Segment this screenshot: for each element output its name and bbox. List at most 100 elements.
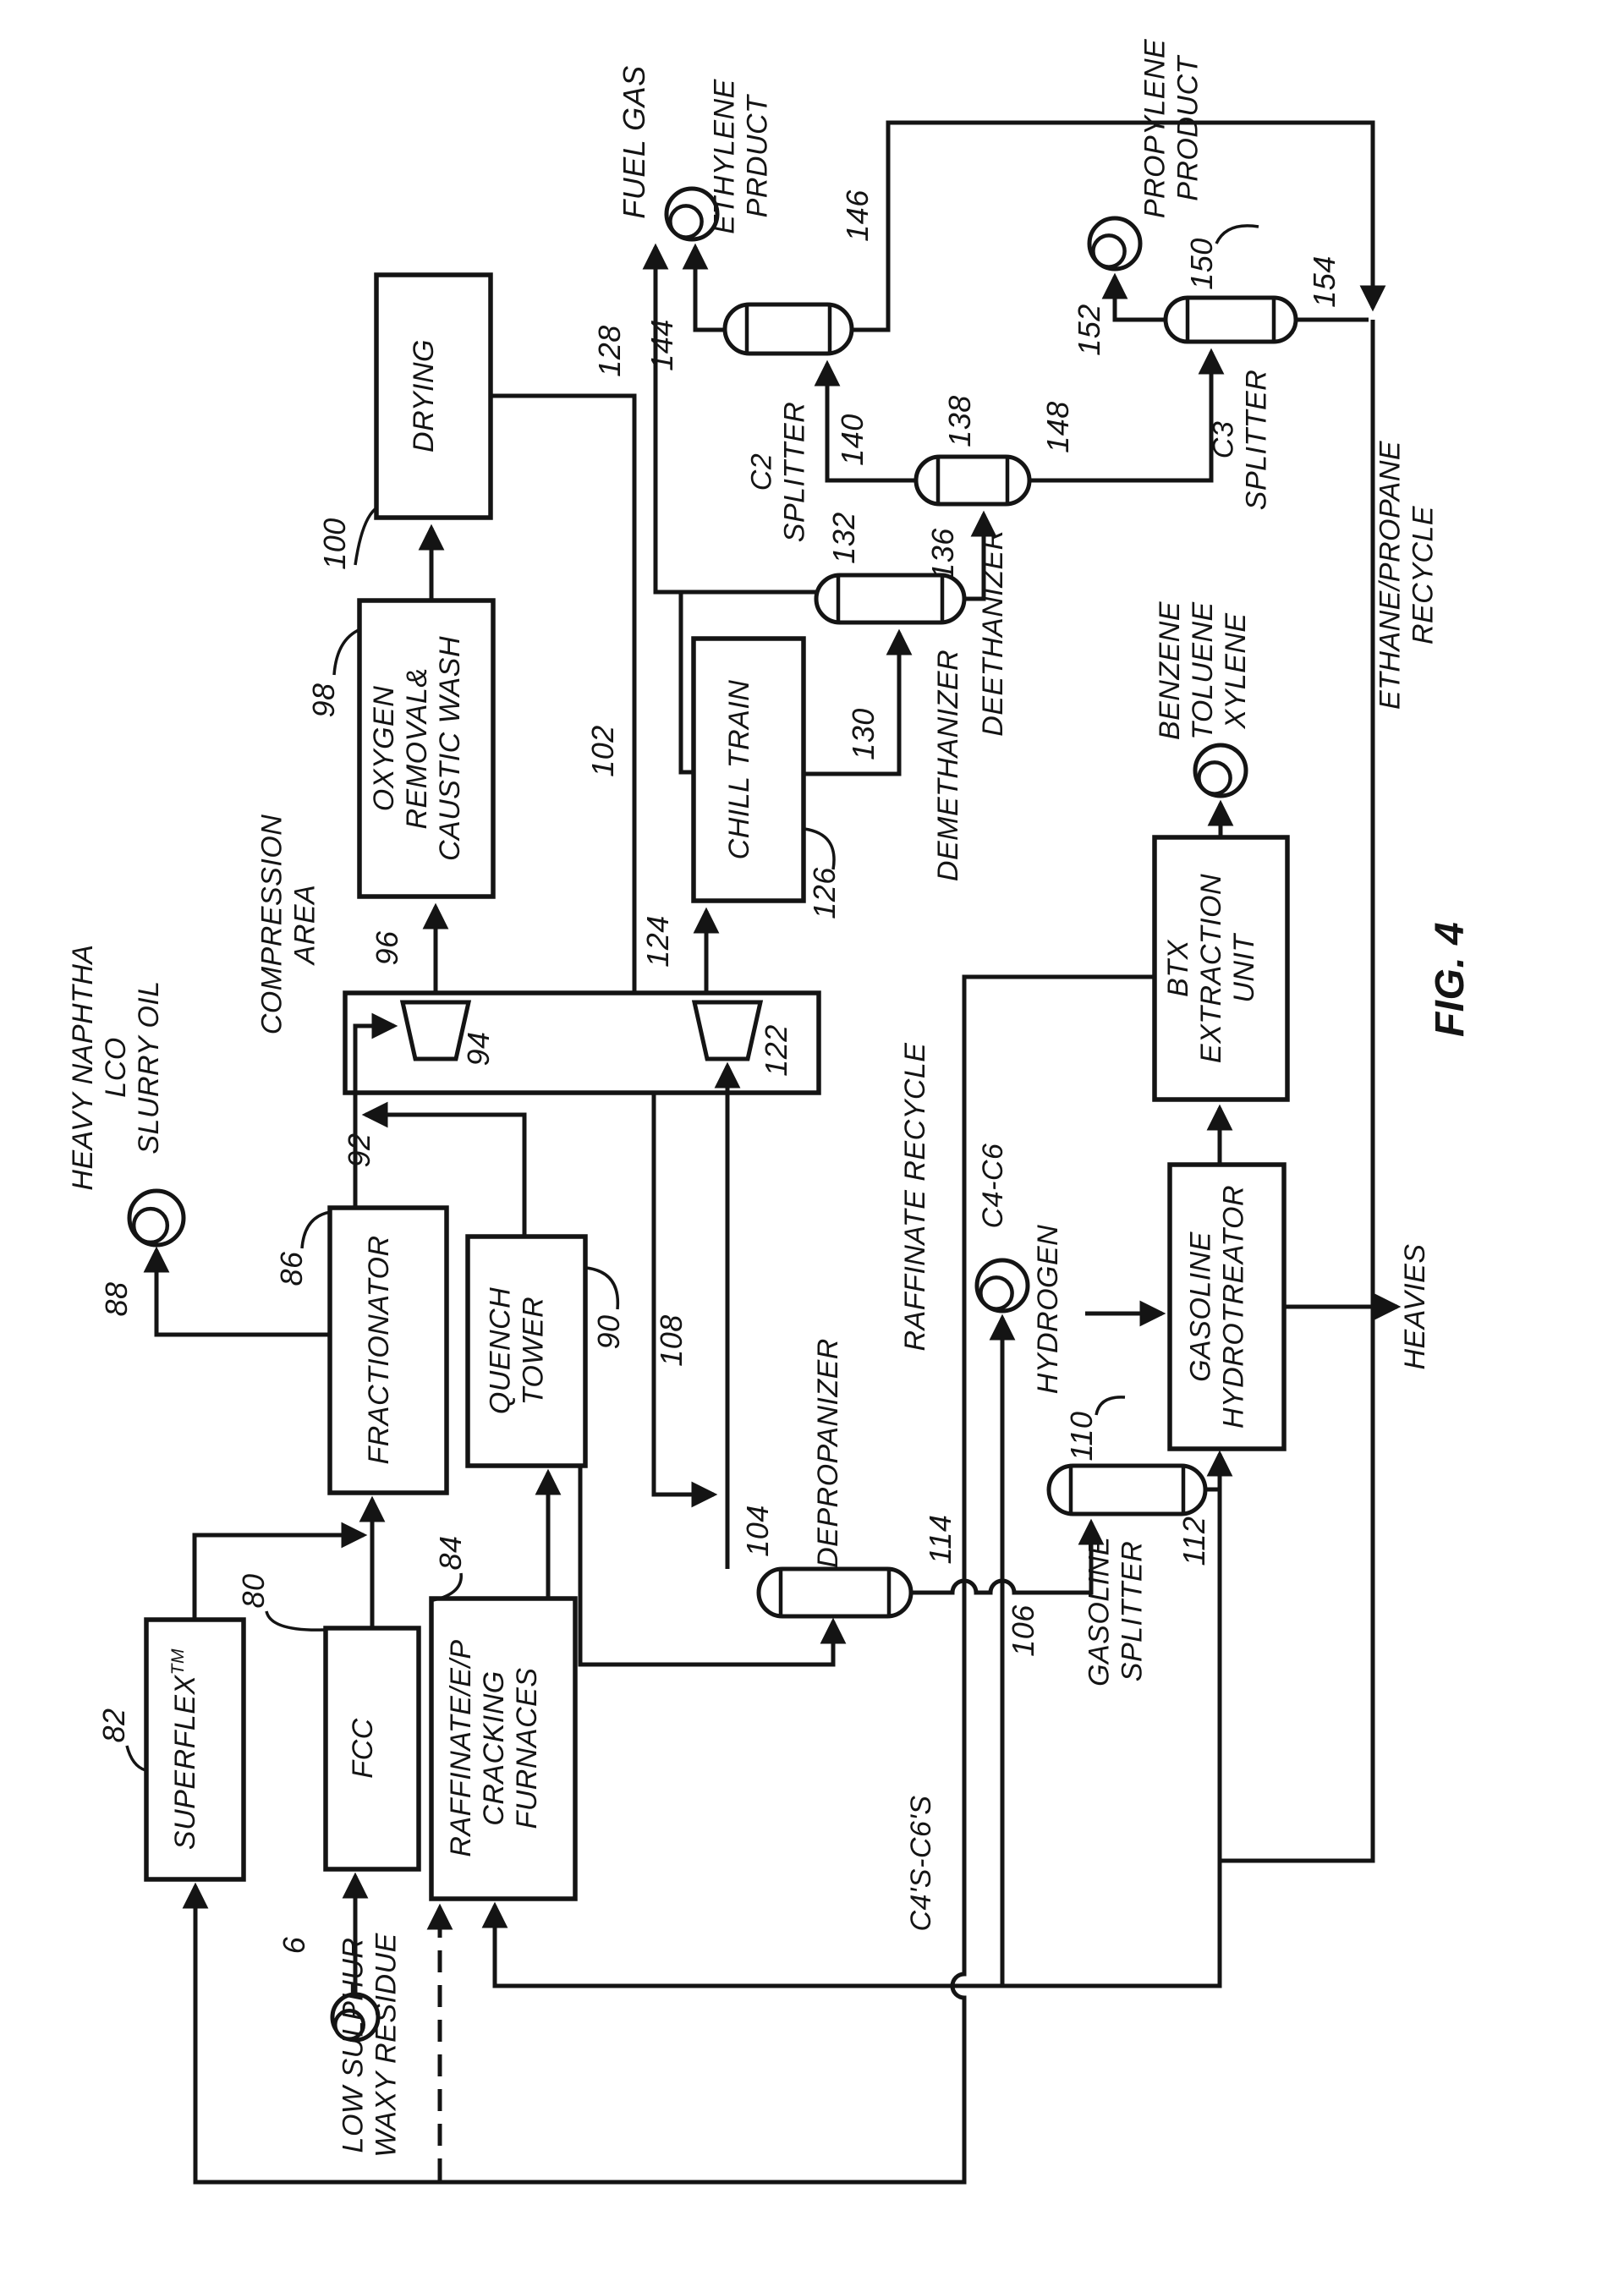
line-gasoline-split-112 [1205, 1450, 1233, 1492]
label-c4s-c6s: C4'S-C6'S [905, 1795, 937, 1931]
c4-c6-product-symbol-inner [979, 1275, 1014, 1311]
label-benzene-toluene-xylene-line3: XYLENE [1220, 612, 1252, 729]
demethanizer-drum [814, 573, 967, 625]
label-106: 106 [1006, 1604, 1040, 1657]
line-ethylene-144 [682, 243, 725, 332]
label-100: 100 [317, 518, 352, 570]
boxlabel-fcc: FCC [347, 1718, 379, 1778]
label-heavies: HEAVIES [1399, 1243, 1431, 1369]
label-fig-caption: FIG. 4 [1428, 922, 1473, 1037]
drying-box [374, 272, 493, 520]
label-102: 102 [585, 725, 620, 777]
label-heavy-naphtha-line3: SLURRY OIL [133, 980, 165, 1154]
label-raffinate-recycle: RAFFINATE RECYCLE [899, 1043, 931, 1352]
boxlabel-drying: DRYING [408, 339, 440, 452]
boxlabel-hydrotreator-line1: GASOLINE [1185, 1231, 1217, 1382]
label-ethylene-product-line1: ETHYLENE [709, 79, 741, 234]
label-compression-area-line2: AREA [288, 885, 321, 967]
boxlabel-superflex: SUPERFLEXTM [168, 1648, 201, 1850]
label-propylene-product-line2: PRODUCT [1171, 54, 1204, 200]
chill-train-box [691, 636, 806, 903]
label-benzene-toluene-xylene-line2: TOLUENE [1187, 601, 1219, 739]
label-110: 110 [1064, 1412, 1099, 1462]
boxlabel-hydrotreator-line2: HYDROTREATOR [1217, 1185, 1249, 1429]
line-deprop-feed [578, 1466, 847, 1667]
line-quench-ovhd [361, 1101, 527, 1237]
btx-extraction-box [1152, 835, 1290, 1102]
compressor-94-symbol [399, 1000, 472, 1061]
label-130: 130 [846, 708, 881, 760]
label-propylene-product-line1: PROPYLENE [1139, 39, 1171, 218]
label-ethane-propane-recycle-line2: RECYCLE [1407, 506, 1439, 644]
label-80: 80 [236, 1573, 271, 1608]
label-gasoline-splitter-line2: SPLITTER [1116, 1541, 1148, 1681]
label-144: 144 [645, 319, 679, 371]
label-150: 150 [1184, 238, 1219, 290]
line-demeth-feed-130 [804, 628, 913, 776]
cracking-furnaces-box [429, 1596, 578, 1901]
label-c2-splitter-line1: C2 [746, 453, 778, 491]
boxlabel-oxygen-wash-line2: REMOVAL& [401, 667, 433, 829]
label-benzene-toluene-xylene-line1: BENZENE [1154, 601, 1186, 740]
label-136: 136 [925, 528, 960, 580]
line-deeth-feed-136 [964, 510, 997, 601]
boxlabel-quench-tower-line1: QUENCH [485, 1287, 517, 1414]
label-heavy-naphtha-line1: HEAVY NAPHTHA [67, 944, 99, 1190]
line-recycle-main [1220, 320, 1375, 1863]
leader-84 [432, 1572, 463, 1602]
label-122: 122 [759, 1024, 793, 1077]
gasoline-splitter-drum [1046, 1463, 1208, 1516]
label-6: 6 [277, 1936, 311, 1954]
label-96: 96 [370, 930, 404, 966]
leader-126 [804, 827, 836, 870]
line-propylene-152 [1101, 272, 1166, 322]
line-sidedraw-88 [143, 1246, 330, 1337]
boxlabel-btx-line1: BTX [1162, 939, 1194, 996]
btx-product-symbol-inner [1197, 760, 1232, 796]
label-deethanizer: DEETHANIZER [977, 529, 1009, 736]
propylene-product-symbol-inner [1091, 233, 1127, 269]
feed-6-symbol-inner [333, 2009, 365, 2041]
label-126: 126 [807, 867, 842, 919]
label-104: 104 [740, 1505, 775, 1557]
line-cond-108 [651, 1093, 718, 1508]
boxlabel-fractionator: FRACTIONATOR [363, 1235, 395, 1464]
leader-110 [1095, 1396, 1126, 1416]
label-92: 92 [342, 1133, 376, 1167]
line-fuel-gas-128 [642, 243, 816, 595]
label-124: 124 [640, 915, 675, 968]
label-90: 90 [591, 1314, 626, 1349]
line-deprop-btms-106 [911, 1518, 1105, 1595]
leader-86 [300, 1210, 332, 1249]
label-94: 94 [461, 1031, 496, 1066]
label-86: 86 [274, 1251, 309, 1286]
label-84: 84 [433, 1535, 468, 1570]
label-heavy-naphtha-line2: LCO [100, 1037, 132, 1097]
label-compression-area-line1: COMPRESSION [256, 814, 288, 1035]
deethanizer-drum [914, 454, 1032, 507]
boxlabel-quench-tower-line2: TOWER [517, 1297, 549, 1405]
label-128: 128 [592, 325, 627, 377]
label-152: 152 [1072, 304, 1106, 356]
label-108: 108 [654, 1314, 689, 1367]
leader-150 [1215, 224, 1259, 244]
line-raffinate-recycle [182, 974, 1155, 2185]
leader-80 [265, 1610, 326, 1632]
label-fuel-gas: FUEL GAS [617, 65, 651, 218]
leader-100 [354, 506, 379, 566]
c2-splitter-drum [722, 302, 854, 356]
line-c2-feed-140 [814, 359, 916, 483]
label-132: 132 [826, 512, 861, 564]
label-c2-splitter-line2: SPLITTER [778, 402, 810, 542]
leader-98 [332, 628, 361, 676]
label-depropanizer: DEPROPANIZER [812, 1338, 844, 1568]
label-c4-c6: C4-C6 [977, 1143, 1009, 1229]
label-low-sulphur-line2: WAXY RESIDUE [370, 1933, 402, 2157]
c3-splitter-drum [1163, 295, 1298, 344]
ethylene-product-symbol-inner [668, 204, 704, 239]
label-c3-splitter-line2: SPLITTER [1240, 370, 1272, 510]
superflex-box [144, 1617, 246, 1882]
label-ethane-propane-recycle-line1: ETHANE/PROPANE [1374, 441, 1407, 710]
